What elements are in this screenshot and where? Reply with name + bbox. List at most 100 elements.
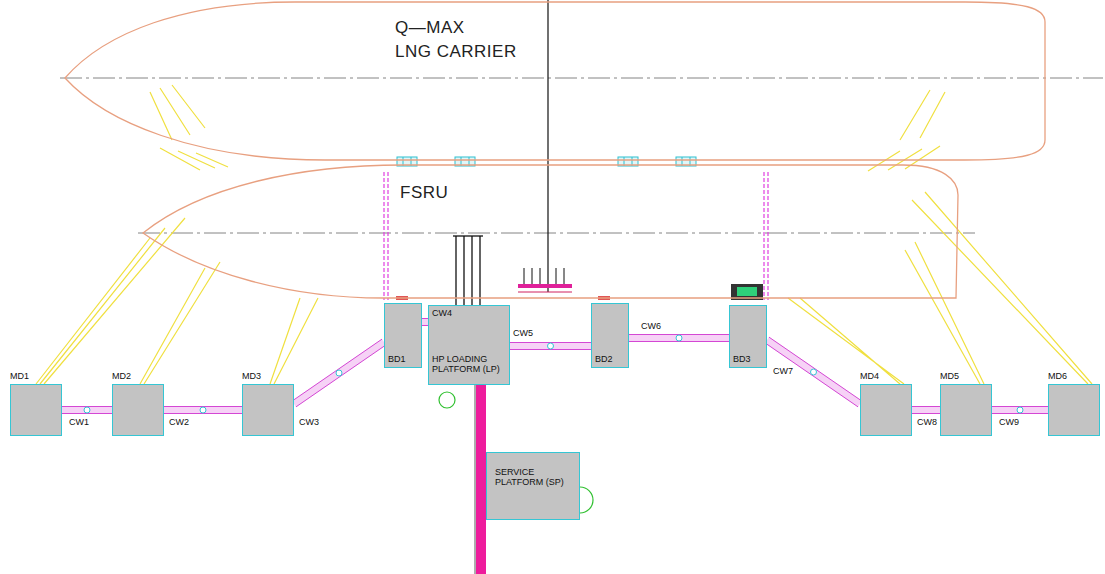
loading-arm [479, 236, 480, 305]
centre-lines [60, 78, 1103, 233]
mooring-line [36, 218, 185, 384]
catwalk-rail [912, 413, 940, 414]
catwalk-support [548, 343, 554, 349]
fsru-hull: FSRU [143, 165, 960, 298]
dolphin-label: MD3 [242, 371, 261, 381]
dolphin-label: MD1 [10, 371, 29, 381]
catwalk-support [811, 369, 817, 375]
loading-arm [463, 236, 464, 305]
tower-cab [737, 287, 757, 296]
catwalk [629, 335, 729, 342]
manifold-pipe [532, 268, 533, 286]
mooring-dolphin: MD2 [112, 384, 164, 436]
catwalk [765, 337, 862, 407]
catwalk [292, 339, 386, 407]
berthing-dolphin: BD3 [729, 305, 767, 368]
lng-carrier-hull: Q—MAX LNG CARRIER [65, 2, 1045, 160]
mooring-dolphin: MD5 [940, 384, 992, 436]
catwalk-label: CW4 [431, 309, 453, 319]
berth-line [763, 172, 764, 300]
manifold [518, 268, 572, 292]
catwalk-rail [769, 337, 862, 401]
catwalk-deck [510, 343, 591, 350]
catwalk-support [84, 407, 90, 413]
catwalk-deck [294, 342, 384, 404]
manifold-pipe [556, 268, 557, 286]
loading-arm [471, 236, 472, 305]
mooring-dolphin: MD6 [1048, 384, 1100, 436]
catwalk-support [676, 335, 682, 341]
catwalk-deck [164, 407, 242, 414]
marker-circle [439, 392, 455, 408]
catwalk-support [200, 407, 206, 413]
berth-line [767, 172, 768, 300]
manifold-pipe [564, 268, 565, 286]
berth-line [387, 172, 388, 300]
centre-line [60, 78, 1103, 79]
catwalk [992, 407, 1048, 414]
dolphin-label: MD5 [940, 371, 959, 381]
catwalk-label: CW7 [772, 367, 794, 377]
dolphin-label: MD4 [860, 371, 879, 381]
berth-lines [384, 172, 768, 300]
trestle [475, 385, 486, 574]
catwalk-rail [296, 345, 386, 407]
catwalk-label: CW3 [298, 418, 320, 428]
axis-line [547, 0, 548, 292]
dolphin-label: BD2 [595, 354, 613, 364]
hull-outline [143, 165, 960, 298]
mooring-line [912, 192, 1092, 384]
catwalk-rail [765, 343, 858, 407]
catwalk-deck [912, 407, 940, 414]
loading-arm [453, 235, 483, 236]
dolphin-label: BD3 [733, 354, 751, 364]
catwalk-deck [992, 407, 1048, 414]
catwalk-rail [912, 406, 940, 407]
trestle-edge [475, 385, 476, 574]
mooring-dolphin: MD3 [242, 384, 294, 436]
vessel-name: Q—MAX LNG CARRIER [395, 16, 545, 64]
catwalk-label: CW2 [168, 418, 190, 428]
manifold-deck [518, 284, 572, 288]
mooring-dolphin: MD4 [860, 384, 912, 436]
berth-line [383, 172, 384, 300]
manifold-pipe [524, 268, 525, 286]
catwalk [912, 407, 940, 414]
mooring-line [150, 85, 205, 140]
catwalk [164, 407, 242, 414]
berthing-dolphin: BD1 [384, 303, 422, 368]
mooring-line [270, 298, 318, 384]
mooring-lines [36, 85, 1092, 384]
catwalk-label: CW9 [998, 418, 1020, 428]
centre-line [138, 233, 975, 234]
platform-label: HP LOADING PLATFORM (LP) [432, 354, 506, 375]
catwalk-support [336, 370, 342, 376]
mooring-line [160, 148, 228, 170]
loading-arms [453, 236, 483, 305]
catwalk-deck [767, 340, 860, 404]
hull-outline [65, 2, 1045, 160]
mooring-dolphin: MD1 [10, 384, 62, 436]
manifold-deck [518, 292, 572, 293]
berthing-dolphin: BD2 [591, 303, 629, 368]
catwalk-deck [629, 335, 729, 342]
catwalk-deck [62, 407, 112, 414]
catwalk-label: CW1 [68, 418, 90, 428]
hull-line [65, 2, 1045, 160]
catwalk-label: CW8 [916, 418, 938, 428]
catwalk-support [1017, 407, 1023, 413]
mooring-line [140, 262, 220, 384]
catwalk-label: CW5 [512, 329, 534, 339]
dolphin-label: MD6 [1048, 371, 1067, 381]
loading-arm [455, 236, 456, 305]
service-platform: SERVICE PLATFORM (SP) [486, 452, 580, 520]
mooring-line [900, 90, 945, 140]
catwalk-rail [292, 339, 382, 401]
catwalk [510, 343, 591, 350]
catwalk-label: CW6 [640, 322, 662, 332]
vessel-name: FSRU [400, 181, 448, 205]
catwalk [62, 407, 112, 414]
